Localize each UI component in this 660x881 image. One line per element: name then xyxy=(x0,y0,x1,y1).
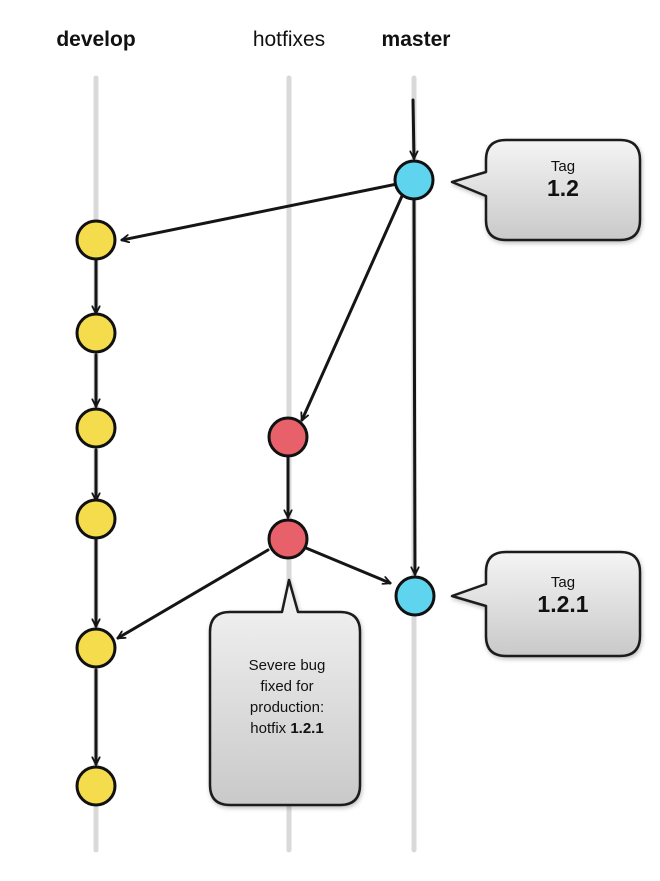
hotfix-note-text: Severe bug fixed for production: hotfix … xyxy=(212,655,362,739)
commit-edges xyxy=(96,98,415,766)
edge-master-to-hotfix xyxy=(302,194,404,420)
hotfix-note-callout xyxy=(208,578,362,807)
tag-caption: Tag xyxy=(550,574,576,591)
tag-label-1-2: Tag 1.2 xyxy=(486,158,640,202)
lane-title-develop: develop xyxy=(56,28,136,51)
note-line: production: xyxy=(249,699,325,716)
hotfix-note-bubble xyxy=(208,578,362,807)
tag-caption: Tag xyxy=(550,158,576,175)
tag-callout-1-2-bubble xyxy=(450,138,642,242)
tag-label-1-2-1: Tag 1.2.1 xyxy=(486,574,640,618)
tag-version: 1.2.1 xyxy=(537,591,589,617)
develop-commit-node xyxy=(75,498,117,540)
edge-master-to-develop xyxy=(122,182,399,240)
develop-commit-node xyxy=(75,219,117,261)
hotfixes-commit-node xyxy=(267,416,309,458)
edge-master-to-master xyxy=(414,198,415,574)
master-commit-node xyxy=(393,159,435,201)
edge-hotfix-to-develop xyxy=(118,548,270,640)
note-hotfix-version: 1.2.1 xyxy=(290,720,324,737)
lane-title-master: master xyxy=(381,28,451,51)
develop-commit-node xyxy=(75,312,117,354)
tag-callout-1-2-1-bubble xyxy=(450,550,642,658)
note-hotfix-prefix: hotfix xyxy=(250,720,291,737)
note-line: fixed for xyxy=(260,678,314,695)
develop-commit-node xyxy=(75,627,117,669)
note-line: Severe bug xyxy=(248,657,326,674)
lane-title-hotfixes: hotfixes xyxy=(252,28,326,51)
commits xyxy=(75,159,436,807)
tag-callout-1-2-1 xyxy=(450,550,642,658)
master-commit-node xyxy=(394,575,436,617)
develop-commit-node xyxy=(75,407,117,449)
hotfixes-commit-node xyxy=(267,518,309,560)
tag-callout-1-2 xyxy=(450,138,642,242)
develop-commit-node xyxy=(75,765,117,807)
tag-version: 1.2 xyxy=(547,175,579,201)
edge-master-incoming xyxy=(413,98,414,158)
edge-hotfix-to-master xyxy=(304,546,390,583)
note-line: hotfix 1.2.1 xyxy=(212,718,362,739)
